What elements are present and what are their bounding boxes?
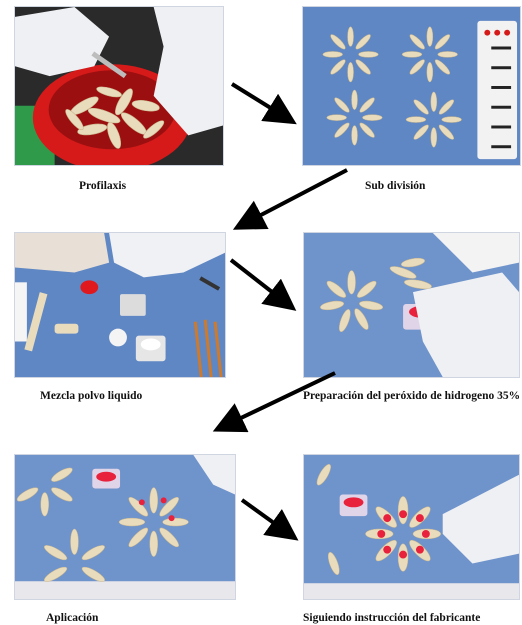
arrow-right-down-icon <box>231 260 290 306</box>
arrow-right-down-icon <box>232 84 290 120</box>
arrow-right-down-icon <box>242 500 292 536</box>
arrow-left-down-icon <box>220 373 335 428</box>
arrow-left-down-icon <box>240 170 347 226</box>
